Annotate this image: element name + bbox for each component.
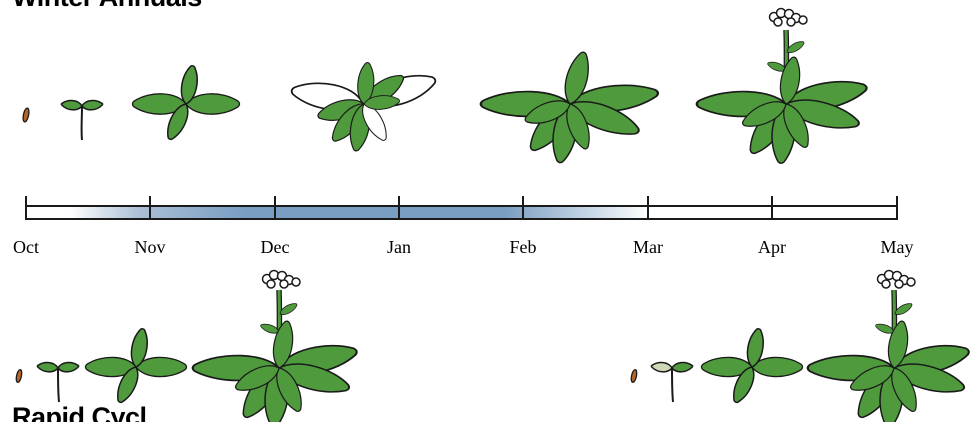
month-label-jan: Jan: [387, 237, 411, 258]
month-label-oct: Oct: [13, 237, 39, 258]
flowering-plant-icon: [697, 9, 871, 165]
cold-period-band: [70, 206, 650, 219]
rapid-seed-icon-2: [630, 369, 637, 383]
large-rosette-icon: [481, 50, 661, 165]
rapid-flowering-plant-icon-2: [808, 271, 973, 422]
rapid-cycling-heading: Rapid Cycl: [12, 402, 147, 422]
month-label-may: May: [881, 237, 914, 258]
rapid-young-plant-icon-2: [701, 328, 802, 406]
rapid-seedling-icon-2: [651, 362, 693, 402]
rapid-seedling-icon-1: [37, 362, 79, 402]
month-label-feb: Feb: [510, 237, 537, 258]
rosette-with-dead-leaves-icon: [289, 62, 439, 153]
timeline: [26, 196, 897, 220]
month-label-dec: Dec: [261, 237, 290, 258]
seed-icon: [22, 108, 30, 123]
month-label-mar: Mar: [633, 237, 663, 258]
young-plant-icon: [132, 65, 239, 143]
flower-cluster-icon: [770, 9, 808, 27]
month-label-apr: Apr: [758, 237, 786, 258]
seedling-icon: [61, 100, 103, 140]
month-label-nov: Nov: [135, 237, 166, 258]
rapid-young-plant-icon-1: [85, 328, 186, 406]
rapid-seed-icon-1: [15, 369, 22, 383]
rapid-flowering-plant-icon-1: [193, 271, 361, 422]
